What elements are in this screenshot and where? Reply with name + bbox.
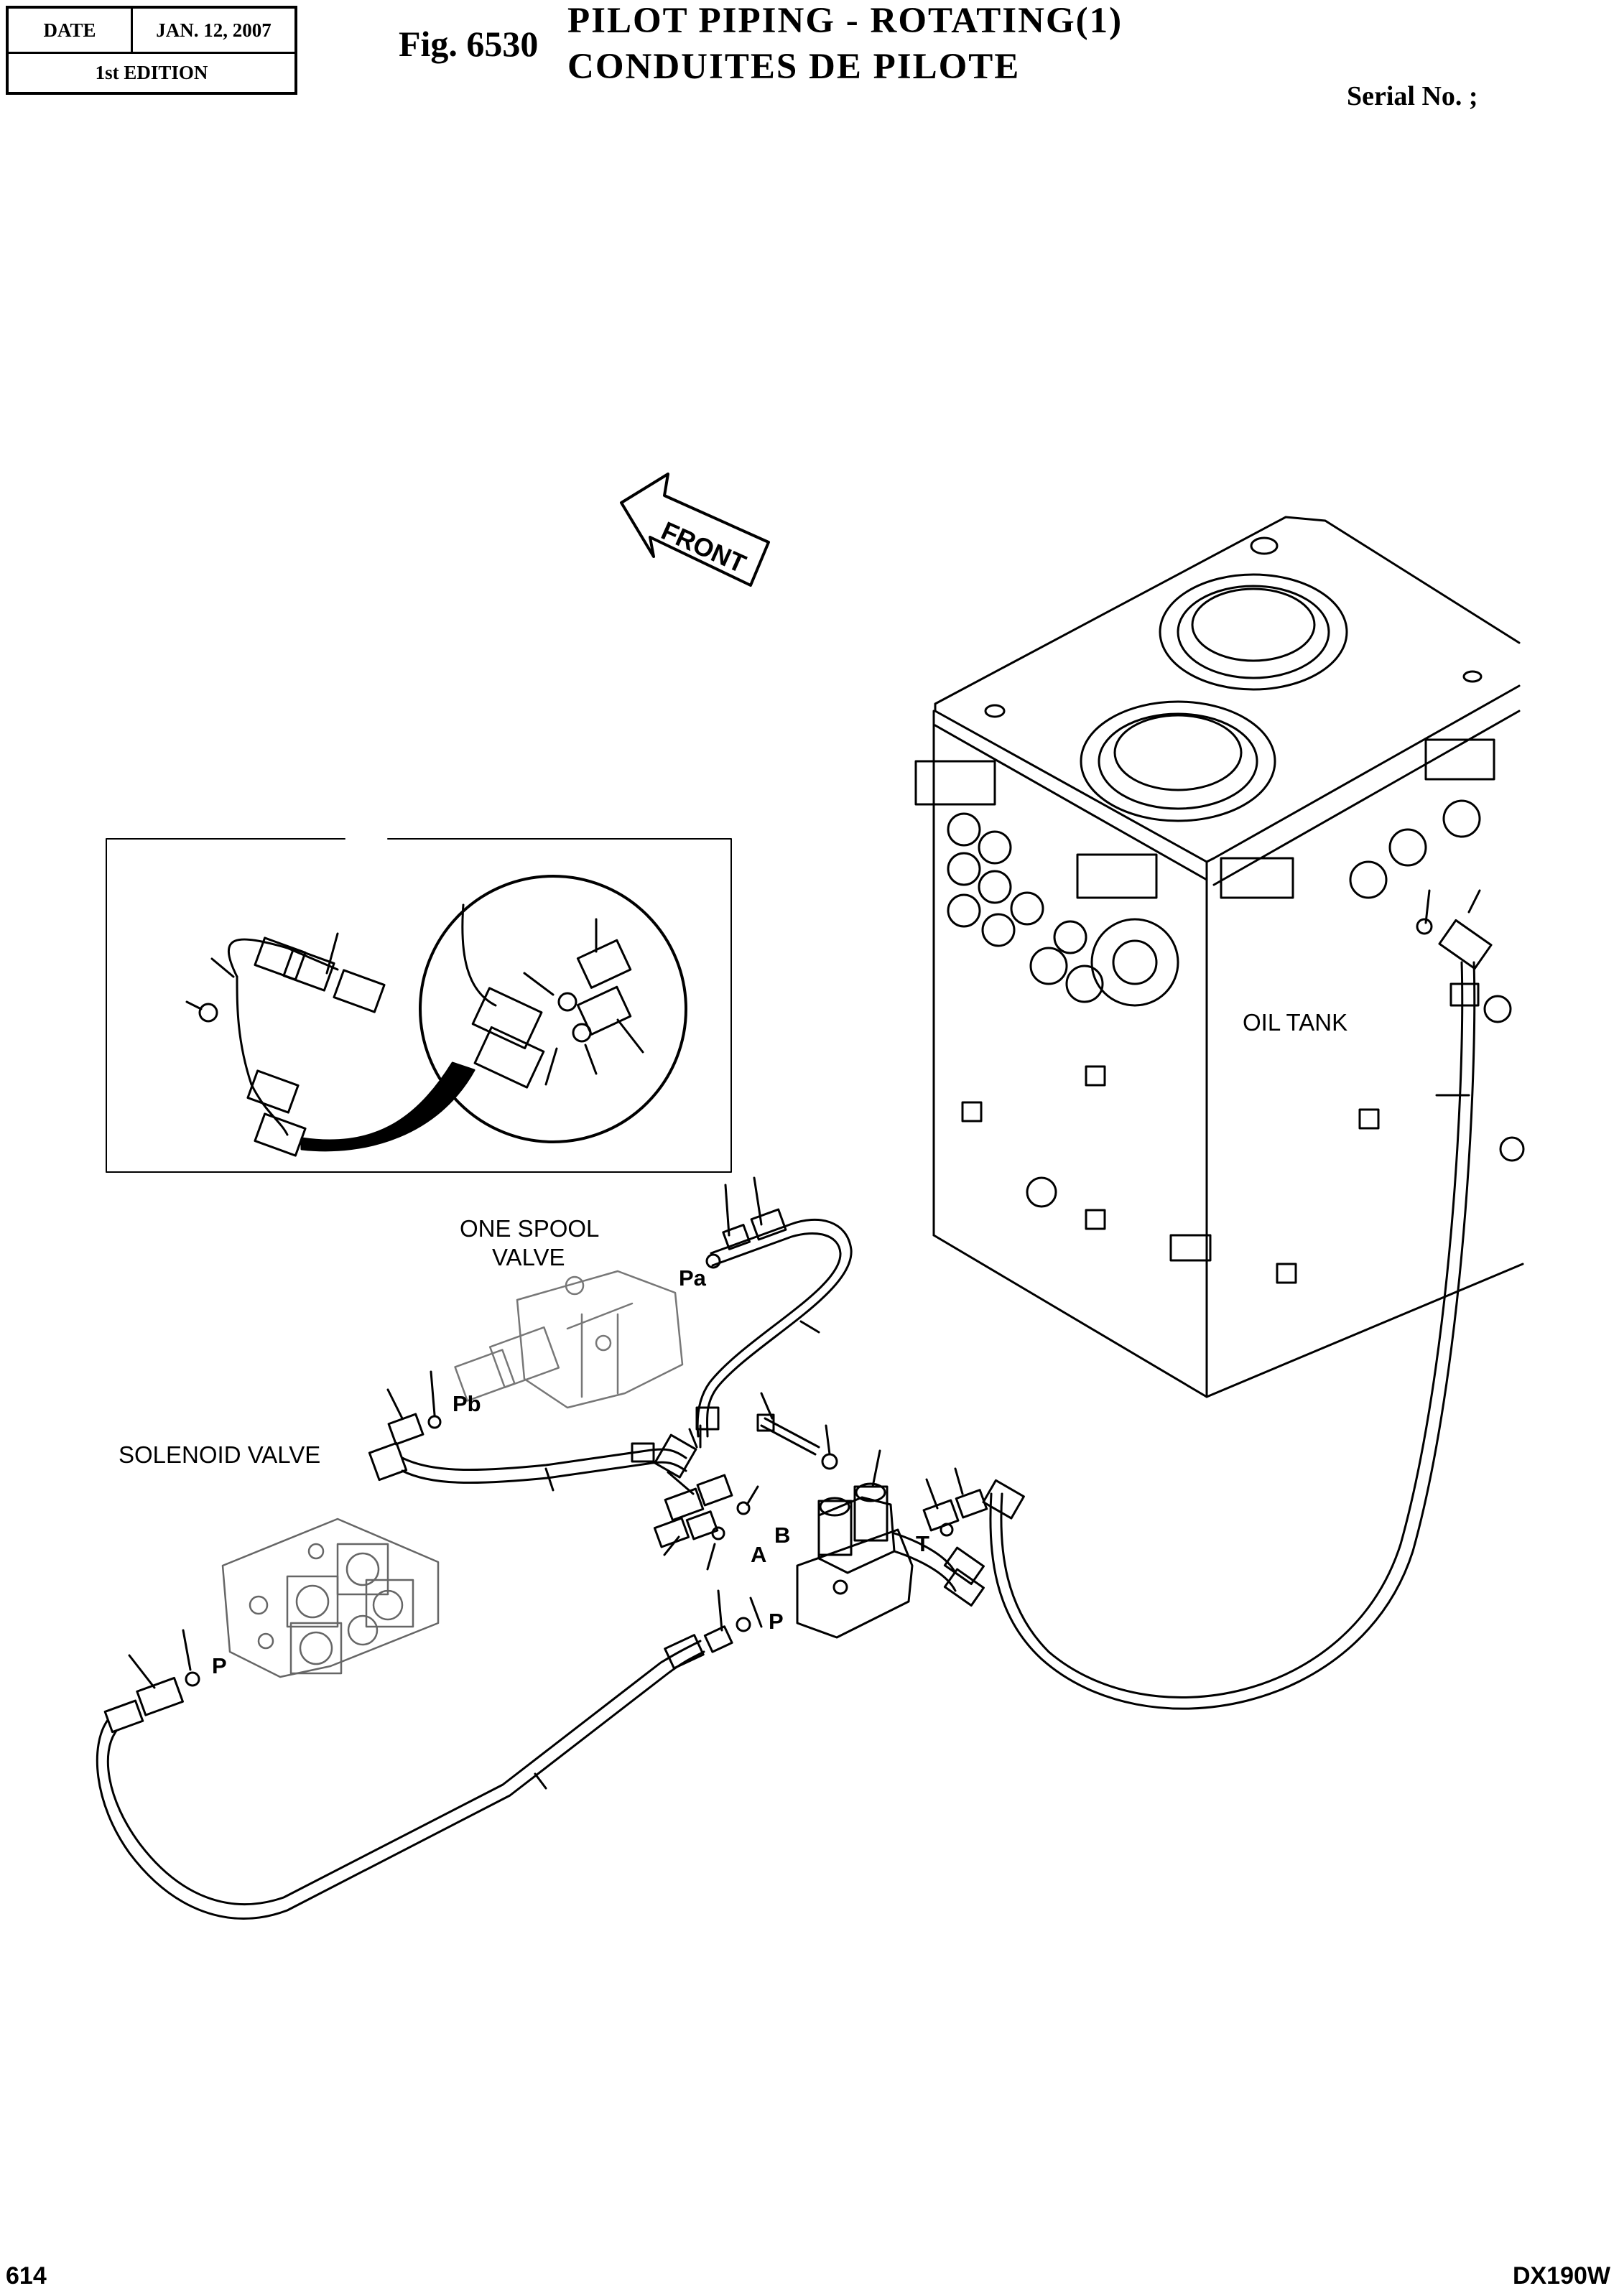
supply-hose bbox=[96, 1589, 763, 1920]
central-solenoid-block bbox=[796, 1449, 985, 1639]
model-number: DX190W bbox=[1512, 2262, 1610, 2290]
pb-hose bbox=[368, 1370, 698, 1492]
detail-inset bbox=[106, 838, 732, 1173]
tee-fittings bbox=[653, 1471, 759, 1571]
serial-number: Serial No. ; bbox=[1347, 81, 1478, 111]
title-french: CONDUITES DE PILOTE bbox=[567, 47, 1021, 87]
mounting-bolt bbox=[756, 1392, 838, 1470]
tank-elbow-fitting bbox=[1416, 889, 1493, 970]
title-english: PILOT PIPING - ROTATING(1) bbox=[567, 1, 1123, 41]
pa-hose bbox=[695, 1176, 853, 1449]
one-spool-label-line2: VALVE bbox=[492, 1244, 565, 1270]
t-port-fittings bbox=[922, 1467, 1025, 1537]
one-spool-valve bbox=[454, 1270, 684, 1409]
oil-tank-label: OIL TANK bbox=[1243, 1009, 1347, 1036]
port-t-label: T bbox=[916, 1531, 929, 1556]
figure-number: Fig. 6530 bbox=[399, 24, 539, 64]
edition-label: 1st EDITION bbox=[95, 62, 208, 83]
port-p-right-label: P bbox=[769, 1609, 784, 1634]
tank-return-hose bbox=[989, 961, 1480, 1710]
solenoid-valve bbox=[221, 1518, 440, 1678]
port-pa-label: Pa bbox=[679, 1265, 707, 1291]
left-p-fitting bbox=[103, 1629, 200, 1734]
header-info-box: DATE JAN. 12, 2007 1st EDITION bbox=[6, 6, 297, 95]
header-date-row: DATE JAN. 12, 2007 bbox=[9, 9, 294, 54]
date-label: DATE bbox=[9, 9, 133, 52]
port-p-left-label: P bbox=[212, 1653, 227, 1678]
page-number: 614 bbox=[6, 2262, 47, 2290]
port-pb-label: Pb bbox=[453, 1391, 481, 1416]
port-b-label: B bbox=[774, 1523, 790, 1548]
solenoid-valve-label: SOLENOID VALVE bbox=[119, 1441, 320, 1468]
oil-tank: OIL TANK bbox=[914, 516, 1525, 1398]
front-arrow-icon: FRONT bbox=[620, 473, 770, 587]
date-value: JAN. 12, 2007 bbox=[156, 19, 272, 41]
tank-fittings bbox=[947, 799, 1525, 1284]
port-a-label: A bbox=[751, 1542, 766, 1567]
one-spool-label-line1: ONE SPOOL bbox=[460, 1215, 599, 1242]
